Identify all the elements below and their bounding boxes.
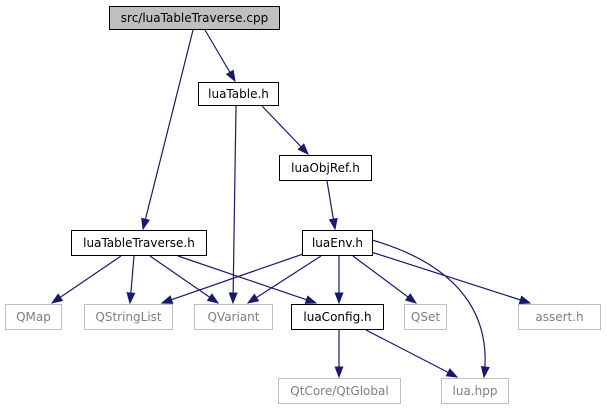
node-label: QtCore/QtGlobal xyxy=(290,384,388,398)
edge-arrowhead xyxy=(480,366,490,379)
node-box xyxy=(302,230,373,256)
node-box xyxy=(109,6,280,30)
node-box xyxy=(198,82,279,106)
edge-arrowhead xyxy=(445,368,459,378)
node-qvariant: QVariant xyxy=(194,304,273,330)
edge-n0-to-n1 xyxy=(204,29,236,83)
edge-arrowhead xyxy=(141,217,150,231)
node-box xyxy=(291,304,384,330)
nodes-layer: src/luaTableTraverse.cpp luaTable.h luaObj… xyxy=(5,6,601,404)
edge-arrowhead xyxy=(228,292,238,305)
edge-arrowhead xyxy=(334,366,344,379)
node-box xyxy=(5,304,62,330)
node-label: QStringList xyxy=(95,310,162,324)
edge-line xyxy=(149,255,211,299)
edge-arrowhead xyxy=(328,217,338,231)
edge-n0-to-n3 xyxy=(141,29,194,231)
node-luatabletraverse-cpp[interactable]: src/luaTableTraverse.cpp xyxy=(109,6,280,30)
node-luatabletraverse-h[interactable]: luaTableTraverse.h xyxy=(71,230,207,256)
edge-line xyxy=(255,255,322,299)
node-qset: QSet xyxy=(404,304,447,330)
node-label: luaConfig.h xyxy=(303,310,371,324)
edge-n2-to-n4 xyxy=(326,180,338,231)
edge-arrowhead xyxy=(160,295,174,304)
node-box xyxy=(279,155,372,181)
edge-n1-to-n7 xyxy=(228,105,238,305)
node-box xyxy=(518,304,601,330)
node-box xyxy=(404,304,447,330)
edge-n3-to-n6 xyxy=(126,255,136,305)
node-label: QSet xyxy=(411,310,440,324)
node-label: luaObjRef.h xyxy=(291,161,360,175)
node-box xyxy=(278,378,401,404)
edge-n4-to-n8 xyxy=(334,256,344,305)
edge-line xyxy=(177,255,308,301)
node-box xyxy=(441,378,509,404)
edge-arrowhead xyxy=(334,292,344,305)
edge-arrowhead xyxy=(297,143,309,156)
node-label: luaEnv.h xyxy=(312,236,363,250)
edge-n3-to-n5 xyxy=(50,255,122,304)
node-box xyxy=(194,304,273,330)
edge-n4-to-n6 xyxy=(160,253,304,304)
edge-line xyxy=(144,29,194,221)
node-label: QVariant xyxy=(207,310,259,324)
edge-n4-to-n9 xyxy=(352,255,418,304)
edge-arrowhead xyxy=(126,292,136,305)
edge-line xyxy=(365,329,450,374)
edge-n3-to-n8 xyxy=(177,255,318,304)
edge-line xyxy=(326,180,335,221)
edge-line xyxy=(371,239,486,378)
node-label: luaTableTraverse.h xyxy=(83,236,195,250)
node-luaconfig-h[interactable]: luaConfig.h xyxy=(291,304,384,330)
node-label: lua.hpp xyxy=(453,384,498,398)
node-label: QMap xyxy=(16,310,51,324)
edge-n1-to-n2 xyxy=(261,105,309,156)
node-luaenv-h[interactable]: luaEnv.h xyxy=(302,230,373,256)
node-lua-hpp: lua.hpp xyxy=(441,378,509,404)
edge-n8-to-n12 xyxy=(365,329,459,378)
edge-line xyxy=(204,29,231,74)
edge-line xyxy=(352,255,410,299)
edge-n4-to-n7 xyxy=(246,255,322,304)
edge-line xyxy=(170,253,304,301)
edge-n4-to-n12 xyxy=(371,239,490,379)
edge-arrowhead xyxy=(518,295,532,305)
node-assert-h: assert.h xyxy=(518,304,601,330)
node-luaobjref-h[interactable]: luaObjRef.h xyxy=(279,155,372,181)
node-label: assert.h xyxy=(535,310,583,324)
node-box xyxy=(84,304,173,330)
edge-n3-to-n7 xyxy=(149,255,220,304)
edge-arrowhead xyxy=(50,293,64,304)
edge-arrowhead xyxy=(304,295,318,304)
edge-line xyxy=(232,105,237,295)
edge-line xyxy=(261,105,303,148)
node-qmap: QMap xyxy=(5,304,62,330)
edge-arrowhead xyxy=(246,293,260,304)
node-qstringlist: QStringList xyxy=(84,304,173,330)
node-label: luaTable.h xyxy=(208,87,269,101)
edge-line xyxy=(59,255,122,299)
node-qtcore-qtglobal: QtCore/QtGlobal xyxy=(278,378,401,404)
edges-layer xyxy=(50,29,532,379)
edge-n8-to-n11 xyxy=(334,330,344,379)
node-label: src/luaTableTraverse.cpp xyxy=(121,11,268,25)
node-box xyxy=(71,230,207,256)
node-luatable-h[interactable]: luaTable.h xyxy=(198,82,279,106)
edge-arrowhead xyxy=(404,293,418,304)
edge-arrowhead xyxy=(225,69,236,83)
edge-arrowhead xyxy=(206,293,220,304)
edge-n4-to-n10 xyxy=(367,250,532,305)
edge-line xyxy=(130,255,135,295)
